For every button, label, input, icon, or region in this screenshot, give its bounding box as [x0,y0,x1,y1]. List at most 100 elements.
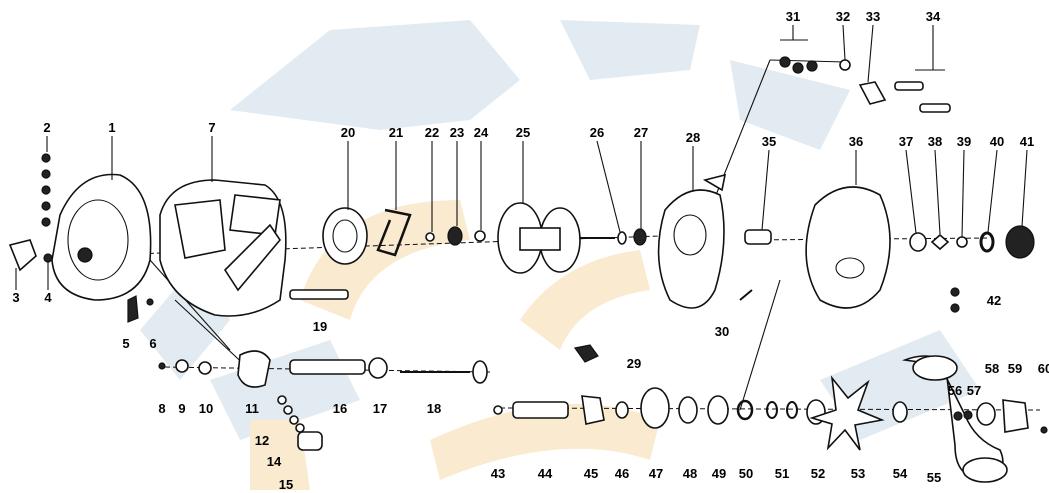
label-7: 7 [208,120,215,135]
part-6-pin [146,298,154,306]
part-43-washer [493,405,503,415]
part-60-screw [1040,426,1048,434]
label-57: 57 [967,383,981,398]
label-44: 44 [538,466,553,481]
part-46-washer [615,401,629,419]
part-44-drive-shaft [512,401,569,419]
part-35-bushing [744,229,772,245]
label-26: 26 [590,125,604,140]
part-26-washer [617,231,627,245]
label-4: 4 [44,290,52,305]
part-12-chain [277,395,299,425]
label-25: 25 [516,125,530,140]
part-57-washer [963,410,973,420]
label-22: 22 [425,125,439,140]
label-33: 33 [866,9,880,24]
label-53: 53 [851,466,865,481]
part-37-bearing [909,232,927,252]
part-31-clips [779,56,818,74]
part-30-spring [739,289,753,301]
part-59-retainer [1002,399,1029,433]
part-14-spring [295,423,305,433]
label-21: 21 [389,125,403,140]
label-24: 24 [474,125,489,140]
label-39: 39 [957,134,971,149]
part-2-screws [41,153,51,227]
part-22-washer [425,232,435,242]
leader-lines [15,24,1028,290]
label-12: 12 [255,433,269,448]
label-35: 35 [762,134,776,149]
label-42: 42 [987,293,1001,308]
part-48-drag-washer [678,396,698,424]
label-52: 52 [811,466,825,481]
part-58-nut [976,402,996,426]
part-7-frame [159,179,287,317]
label-38: 38 [928,134,942,149]
label-10: 10 [199,401,213,416]
label-54: 54 [893,466,908,481]
part-50-ring [736,399,754,421]
label-18: 18 [427,401,441,416]
part-9-washer [175,359,189,373]
part-5-pawl [127,295,139,323]
label-50: 50 [739,466,753,481]
part-4-washer [43,253,53,263]
part-27-bearing [633,228,647,246]
part-25-spool [497,202,581,274]
label-34: 34 [926,9,941,24]
label-28: 28 [686,130,700,145]
part-23-bearing [447,226,463,246]
label-1: 1 [108,120,115,135]
label-36: 36 [849,134,863,149]
part-47-main-gear [640,387,670,429]
label-58: 58 [985,361,999,376]
part-16-worm-shaft [289,359,366,375]
label-9: 9 [178,401,185,416]
part-10-washer [198,361,212,375]
part-labels: 1 2 3 4 5 6 7 8 9 10 11 12 14 15 16 17 1… [12,9,1049,492]
part-3-cap [8,239,37,272]
part-20-drive-gear [322,207,368,265]
label-60: 60 [1038,361,1049,376]
part-41-knob-nut [1005,225,1035,259]
part-40-o-ring [979,231,995,253]
part-33-lever [858,81,887,105]
label-2: 2 [43,120,50,135]
label-56: 56 [948,383,962,398]
label-19: 19 [313,319,327,334]
label-49: 49 [712,466,726,481]
part-32-pin [839,59,851,71]
label-55: 55 [927,470,941,485]
part-18-pinion-shaft [400,360,488,384]
label-23: 23 [450,125,464,140]
part-54-washer [892,401,908,423]
part-39-washer [956,236,968,248]
part-34-springs [894,81,951,113]
part-42-screws [950,287,960,313]
part-53-star-drag [809,375,885,451]
label-46: 46 [615,466,629,481]
part-51-spring-washers [766,401,798,419]
part-17-bushing [368,357,388,379]
label-40: 40 [990,134,1004,149]
part-8-clip [158,362,166,370]
part-28-side-plate [657,173,727,309]
label-59: 59 [1008,361,1022,376]
label-15: 15 [279,477,293,492]
label-48: 48 [683,466,697,481]
label-51: 51 [775,466,789,481]
label-47: 47 [649,466,663,481]
part-49-drag-washer [707,395,729,425]
part-24-washer [474,230,486,242]
label-32: 32 [836,9,850,24]
label-8: 8 [158,401,165,416]
label-31: 31 [786,9,800,24]
part-56-screw [953,411,963,421]
part-1-side-plate [51,173,152,301]
label-45: 45 [584,466,598,481]
label-43: 43 [491,466,505,481]
label-14: 14 [267,454,282,469]
label-6: 6 [149,336,156,351]
